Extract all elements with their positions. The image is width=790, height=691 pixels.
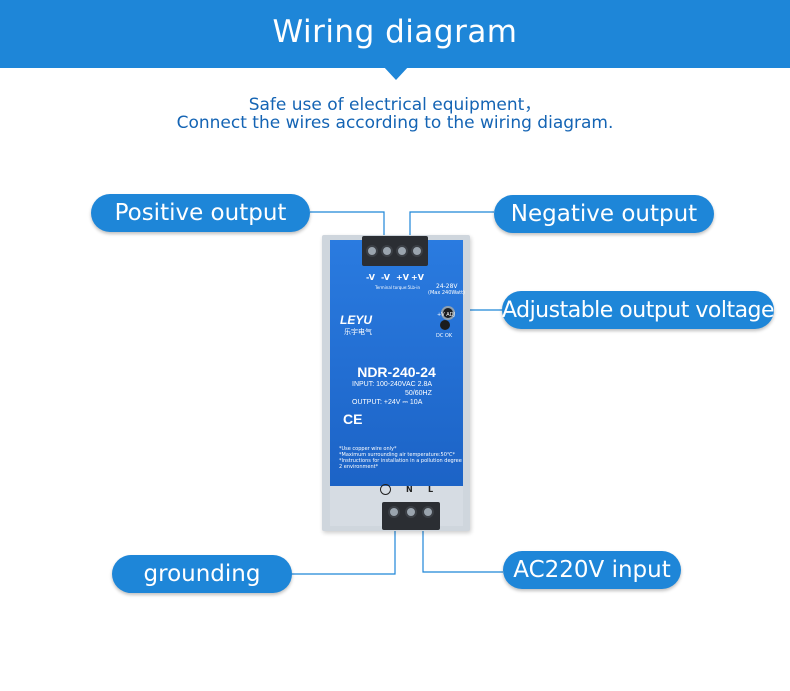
brand-logo-cn: 乐宇电气	[344, 328, 372, 336]
device-note: *Instructions for installation in a poll…	[339, 458, 462, 464]
voltage-adjust-knob	[441, 306, 455, 320]
device-note: 2 environment*	[339, 464, 379, 470]
device-note: *Use copper wire only*	[339, 446, 397, 452]
terminal-label: +V	[411, 273, 424, 282]
terminal-label: -V	[366, 273, 375, 282]
label-ac-input: AC220V input	[503, 551, 681, 589]
dc-ok-label: DC OK	[436, 333, 453, 339]
terminal-note: Terminal torque:5Lb-in	[375, 285, 421, 290]
terminal-label: +V	[396, 273, 409, 282]
label-grounding: grounding	[112, 555, 292, 593]
subtitle-line-1: Safe use of electrical equipment，	[248, 95, 542, 115]
brand-logo: LEYU	[340, 313, 373, 327]
model-number: NDR-240-24	[357, 364, 436, 380]
subtitle-line-2: Connect the wires according to the wirin…	[176, 113, 614, 133]
header-banner	[0, 0, 790, 68]
label-adjustable-output-voltage: Adjustable output voltage	[502, 291, 775, 329]
page-title: Wiring diagram	[272, 14, 518, 50]
label-positive-output: Positive output	[91, 194, 310, 232]
device-front-panel	[330, 240, 463, 486]
terminal-screw	[388, 506, 400, 518]
dc-ok-led	[440, 320, 450, 330]
terminal-screw	[422, 506, 434, 518]
ce-mark: CE	[343, 411, 363, 427]
input-spec: INPUT: 100-240VAC 2.8A	[352, 381, 433, 388]
terminal-label: -V	[381, 273, 390, 282]
device-note: *Maximum surrounding air temperature:50℃…	[339, 452, 455, 458]
adj-range: 24-28V	[436, 283, 458, 290]
output-spec: OUTPUT: +24V ⎓ 10A	[352, 399, 423, 406]
freq-spec: 50/60HZ	[405, 390, 432, 397]
vadj-label: +V ADJ	[437, 312, 455, 318]
terminal-screw	[381, 245, 393, 257]
terminal-screw	[396, 245, 408, 257]
terminal-screw	[411, 245, 423, 257]
banner-notch	[383, 66, 409, 80]
line-grounding	[291, 518, 396, 575]
adj-max: (Max 240Watt)	[428, 290, 465, 296]
line-ac-input	[422, 520, 503, 573]
label-negative-output: Negative output	[494, 195, 714, 233]
ground-symbol-icon	[380, 484, 391, 495]
terminal-screw	[405, 506, 417, 518]
terminal-label-n: N	[406, 485, 413, 494]
terminal-screw	[366, 245, 378, 257]
terminal-label-l: L	[428, 485, 434, 494]
